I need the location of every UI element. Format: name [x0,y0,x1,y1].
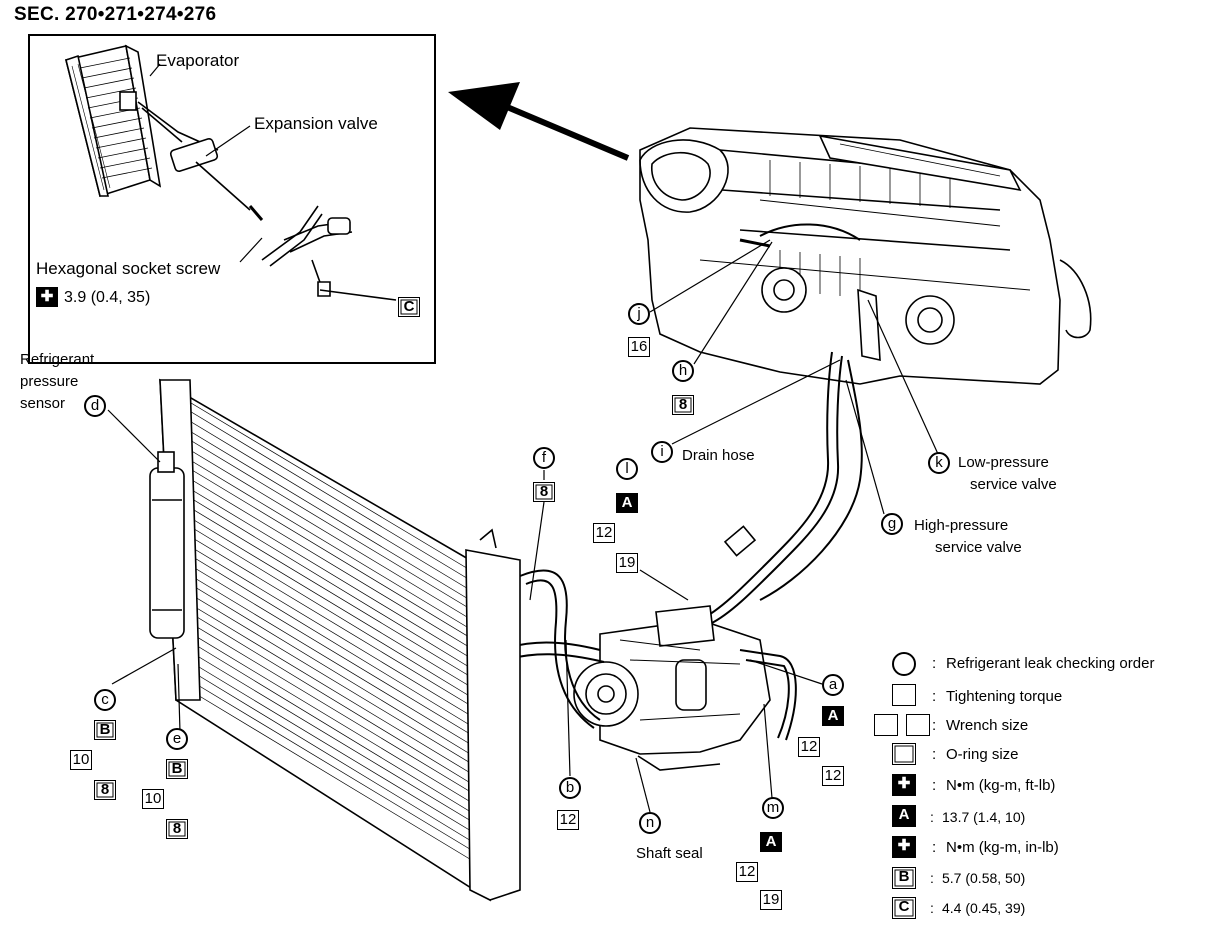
badge-c-10: 10 [70,750,92,770]
hex-socket-screw-label: Hexagonal socket screw [36,259,221,278]
legend-B-value: 5.7 (0.58, 50) [942,870,1026,886]
legend-wrench-colon: : [932,717,937,734]
callout-b: b [559,777,581,799]
callout-e: e [166,728,188,750]
legend-wrench-square-2 [906,714,930,736]
legend-C-value: 4.4 (0.45, 39) [942,900,1026,916]
callout-j: j [628,303,650,325]
legend-square-icon [892,684,916,706]
callout-a: a [822,674,844,696]
badge-j-16: 16 [628,337,650,357]
badge-m-19: 19 [760,890,782,910]
callout-h: h [672,360,694,382]
sensor-label-line2: pressure [20,373,79,390]
badge-a-12: 12 [798,737,820,757]
condenser-drawing [149,378,521,902]
sensor-label-line1: Refrigerant [20,351,95,368]
legend-leak-colon: : [932,655,937,672]
badge-b-12: 12 [557,810,579,830]
badge-l-19: 19 [616,553,638,573]
high-pressure-label-2: service valve [935,539,1022,556]
evaporator-label: Evaporator [156,51,240,70]
low-pressure-label-1: Low-pressure [958,454,1049,471]
expansion-valve-label: Expansion valve [254,114,378,133]
legend-oring: O-ring size [946,746,1019,763]
legend-C-icon: C [892,897,916,919]
legend-A-icon: A [892,805,916,827]
compressor-drawing [573,605,797,771]
legend-nm-inlb: N•m (kg-m, in-lb) [946,839,1059,856]
legend-nm-ftlb-colon: : [932,777,937,794]
torque-icon-inset: ✚ [36,287,58,307]
evaporator-inset [28,34,436,364]
legend-torque-inlb-icon: ✚ [892,836,916,858]
legend-torque-ftlb-icon: ✚ [892,774,916,796]
legend-tightening-colon: : [932,688,937,705]
callout-g: g [881,513,903,535]
badge-l-12: 12 [593,523,615,543]
callout-n: n [639,812,661,834]
legend-wrench: Wrench size [946,717,1029,734]
legend-A-colon: : [930,809,934,825]
legend-B-icon: B [892,867,916,889]
callout-d: d [84,395,106,417]
badge-a-12b: 12 [822,766,844,786]
badge-c-8: 8 [94,780,116,800]
legend-tightening: Tightening torque [946,688,1063,705]
badge-l-A: A [616,493,638,513]
callout-i: i [651,441,673,463]
evaporator-drawing [65,44,162,198]
legend-nm-ftlb: N•m (kg-m, ft-lb) [946,777,1056,794]
legend-oring-icon [892,743,916,765]
badge-m-12: 12 [736,862,758,882]
legend-wrench-square-1 [874,714,898,736]
drain-hose-label: Drain hose [682,447,755,464]
sensor-label-line3: sensor [20,395,66,412]
shaft-seal-label: Shaft seal [636,845,703,862]
badge-e-10: 10 [142,789,164,809]
legend-B-colon: : [930,870,934,886]
badge-e-8: 8 [166,819,188,839]
callout-k: k [928,452,950,474]
badge-m-A: A [760,832,782,852]
legend-C-colon: : [930,900,934,916]
legend-nm-inlb-colon: : [932,839,937,856]
badge-c-B: B [94,720,116,740]
callout-l: l [616,458,638,480]
low-pressure-label-2: service valve [970,476,1057,493]
section-title: SEC. 270•271•274•276 [14,4,217,25]
badge-h-8: 8 [672,395,694,415]
legend-A-value: 13.7 (1.4, 10) [942,809,1026,825]
badge-f-8: 8 [533,482,555,502]
badge-a-A: A [822,706,844,726]
legend-circle-icon [892,652,916,676]
inset-badge-c: C [398,297,420,317]
hvac-unit-drawing [639,127,1092,385]
callout-f: f [533,447,555,469]
legend-leak-order: Refrigerant leak checking order [946,655,1155,672]
legend-oring-colon: : [932,746,937,763]
callout-c: c [94,689,116,711]
callout-m: m [762,797,784,819]
high-pressure-label-1: High-pressure [914,517,1009,534]
badge-e-B: B [166,759,188,779]
hex-screw-torque: 3.9 (0.4, 35) [64,289,151,306]
